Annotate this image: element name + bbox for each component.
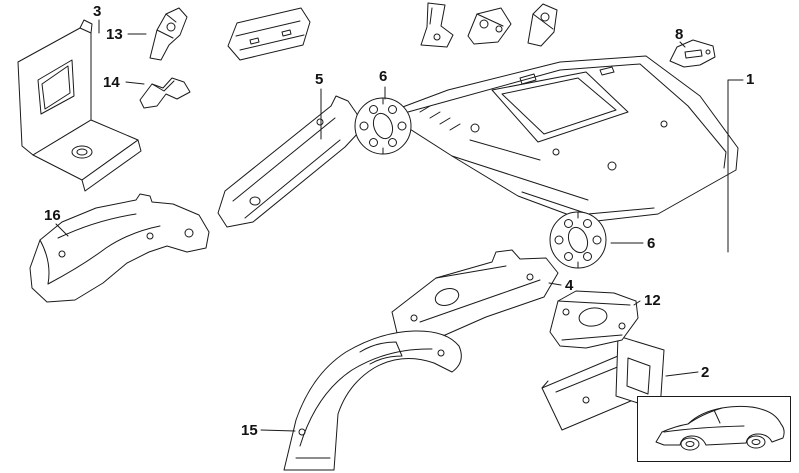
part-flange-6-lower — [549, 211, 607, 269]
callout-1: 1 — [746, 71, 755, 88]
part-wheelhouse-16 — [29, 193, 210, 303]
leader-14 — [125, 81, 145, 85]
callout-4: 4 — [565, 277, 574, 294]
leader-lines — [55, 19, 744, 432]
part-side-member — [217, 95, 360, 228]
callout-8: 8 — [675, 26, 684, 43]
leader-12 — [633, 300, 641, 306]
vehicle-thumbnail — [637, 396, 791, 462]
callout-6-upper: 6 — [379, 68, 388, 85]
part-bracket-small-3 — [527, 3, 558, 47]
callout-13: 13 — [106, 26, 123, 43]
part-bracket-8 — [669, 39, 716, 68]
part-wheelhouse-15 — [283, 330, 462, 471]
leader-1 — [727, 79, 744, 253]
callout-5: 5 — [315, 71, 324, 88]
callout-12: 12 — [644, 292, 661, 309]
part-trunk-floor-panel — [399, 55, 739, 223]
part-bracket-small-2 — [467, 7, 512, 45]
callout-14: 14 — [103, 74, 120, 91]
part-mounting-tray — [17, 19, 142, 192]
leader-8 — [679, 41, 686, 48]
part-bracket-14 — [139, 77, 191, 109]
leader-16 — [55, 223, 69, 237]
part-floor-section-4 — [391, 249, 559, 340]
callout-2: 2 — [701, 364, 710, 381]
callout-3: 3 — [93, 3, 102, 20]
leader-2 — [665, 371, 699, 377]
leader-4 — [548, 282, 562, 286]
callout-15: 15 — [241, 422, 258, 439]
part-bracket-13 — [149, 7, 188, 61]
part-flange-6-upper — [354, 97, 412, 155]
callout-6-lower: 6 — [647, 235, 656, 252]
car-icon — [655, 405, 785, 451]
leader-15 — [260, 429, 296, 432]
part-cross-rail — [227, 7, 311, 61]
part-bracket-small-1 — [420, 2, 454, 48]
part-bracket-12 — [549, 290, 639, 349]
callout-16: 16 — [44, 207, 61, 224]
